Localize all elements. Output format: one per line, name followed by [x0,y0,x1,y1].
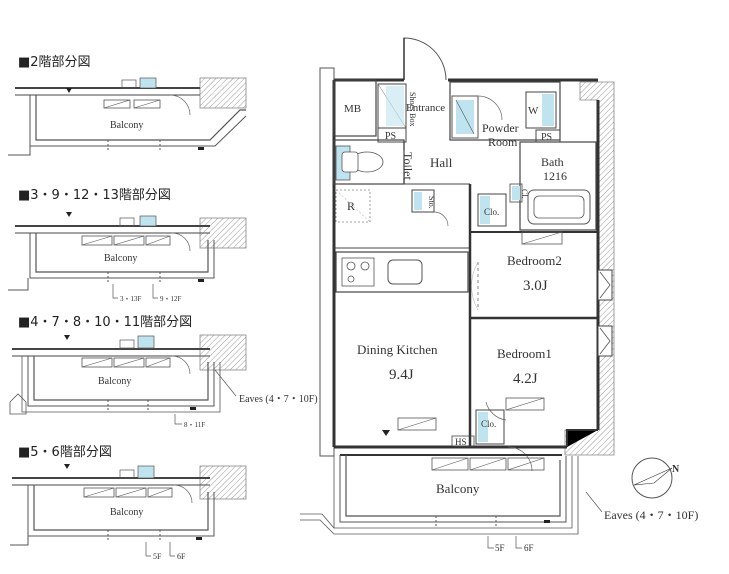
label-balcony: Balcony [436,481,480,496]
label-toilet: Toilet [401,152,415,180]
label-6f: 6F [524,543,534,553]
label-dining-size: 9.4J [389,367,414,383]
label-bedroom1: Bedroom1 [497,346,552,361]
partial-title-2f: ■2階部分図 [18,55,91,70]
compass-icon: N [631,457,680,499]
label-shoes-box: Shoes Box [408,92,417,126]
label-bath-size: 1216 [543,169,567,183]
partial-plan-4-7-8-10-11f: ■4・7・8・10・11階部分図 Eaves (4・7・10F) 8・11F B… [9,315,318,429]
label-hall: Hall [430,155,453,170]
label-dining-kitchen: Dining Kitchen [357,342,438,357]
label-w: W [528,105,539,117]
label-clo-bedroom2: Clo. [484,207,499,217]
label-room: Room [488,135,518,149]
label-bath: Bath [541,155,564,169]
label-hs: HS [455,437,467,447]
partial-title-5-6f: ■5・6階部分図 [18,445,112,460]
label-r: R [347,199,355,213]
label-powder: Powder [482,121,519,135]
label-5f: 5F [495,543,505,553]
partial-note-8-11f: 8・11F [184,421,205,429]
partial-note-6f: 6F [177,552,186,561]
main-floor-plan: MB Shoes Box Entrance PS W PS Powder Roo… [300,37,698,553]
label-ps-powder: PS [541,132,552,143]
label-bedroom2-size: 3.0J [523,278,548,294]
partial-balcony-label-3f: Balcony [104,253,137,264]
label-mb: MB [344,103,361,115]
partial-plan-3-9-12-13f: ■3・9・12・13階部分図 3・13F 9・12F Balcony [8,188,247,303]
label-entrance: Entrance [406,102,445,114]
compass-north-label: N [672,464,680,475]
label-clo-bedroom1: Clo. [481,419,496,429]
label-sto: Sto. [427,196,436,209]
partial-note-3-13f: 3・13F [120,295,141,303]
partial-plan-2f: ■2階部分図 Balcony [8,55,247,156]
partial-title-4-7-8-10-11f: ■4・7・8・10・11階部分図 [18,315,192,330]
label-bedroom2: Bedroom2 [507,253,562,268]
partial-note-5f: 5F [153,552,162,561]
partial-note-9-12f: 9・12F [160,295,181,303]
partial-balcony-label-2f: Balcony [110,120,143,131]
partial-plan-5-6f: ■5・6階部分図 5F 6F Balcony [10,445,247,561]
partial-balcony-label-5f: Balcony [110,507,143,518]
label-eaves: Eaves (4・7・10F) [604,508,698,522]
label-ps-entrance: PS [385,131,396,142]
partial-eaves-label: Eaves (4・7・10F) [239,394,318,405]
partial-title-3-9-12-13f: ■3・9・12・13階部分図 [18,188,171,203]
label-bedroom1-size: 4.2J [513,371,538,387]
partial-balcony-label-4f: Balcony [98,376,131,387]
label-cl: Cl. [520,189,529,199]
